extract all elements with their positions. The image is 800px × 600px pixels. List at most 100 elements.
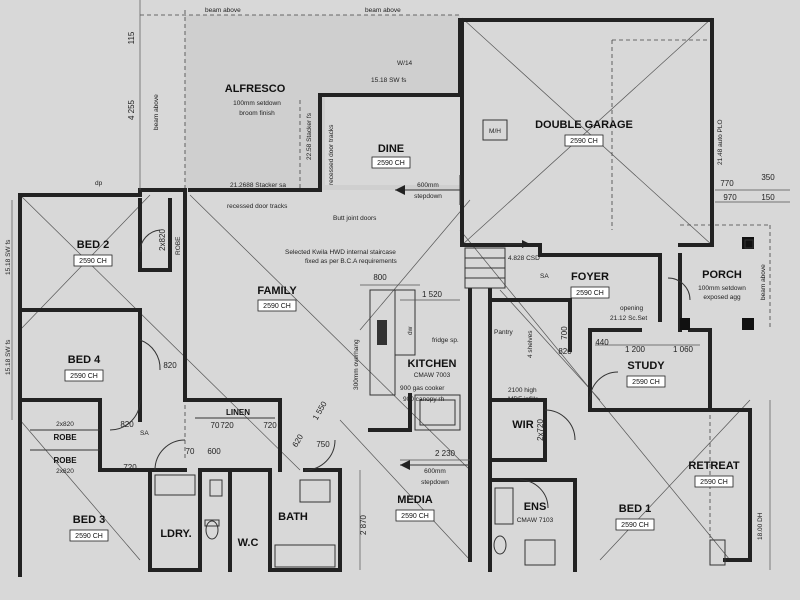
robe-b-label: ROBE (53, 456, 77, 465)
porch-note-1: 100mm setdown (698, 285, 746, 292)
room-bed2-label: BED 2 (77, 239, 109, 251)
note-stepdown-media-1: 600mm (424, 468, 446, 475)
dim-70b: 70 (211, 421, 220, 430)
note-mdf-1: 2100 high (508, 387, 537, 394)
note-fridge: fridge sp. (432, 337, 459, 344)
robe-bed2-label: ROBE (175, 236, 182, 255)
note-wh: W/14 (397, 60, 413, 67)
dim-350: 350 (761, 173, 775, 182)
dim-820c: 820 (558, 347, 572, 356)
dim-70a: 70 (186, 447, 195, 456)
room-bed4-label: BED 4 (68, 354, 101, 366)
note-slab: 21.12 Sc.Set (610, 315, 647, 322)
room-study-label: STUDY (627, 360, 665, 372)
dim-1200: 1 200 (625, 345, 646, 354)
note-staircase-2: fixed as per B.C.A requirements (305, 258, 398, 265)
note-stacker-2: 21.2688 Stacker sa (230, 182, 286, 189)
dim-2230: 2 230 (435, 449, 456, 458)
porch-pillar-2 (742, 318, 754, 330)
dine-ch-box (371, 156, 411, 169)
retreat-ch: 2590 CH (700, 479, 728, 486)
note-butt-joint: Butt joint doors (333, 215, 377, 222)
note-beam-above-side: beam above (153, 94, 160, 130)
bed3-ch-box (69, 529, 109, 542)
note-canopy: 900 canopy rh (403, 396, 445, 403)
note-sw-fs-left2: 15.18 SW fs (5, 339, 12, 375)
note-pantry: Pantry (494, 329, 514, 336)
room-bed3-label: BED 3 (73, 514, 105, 526)
staircase (464, 247, 506, 289)
robe-b-dim: 2x820 (56, 468, 74, 475)
study-ch-box (626, 375, 666, 388)
room-wir-label: WIR (512, 419, 533, 431)
room-foyer-label: FOYER (571, 271, 609, 283)
room-retreat-label: RETREAT (688, 460, 739, 472)
arrows (395, 175, 530, 470)
dim-4255: 4 255 (127, 99, 136, 120)
dim-720a: 720 (220, 421, 234, 430)
note-beam-above-2: beam above (365, 7, 401, 14)
room-dine-label: DINE (378, 143, 404, 155)
room-alfresco-label: ALFRESCO (225, 83, 286, 95)
note-plo: 21.48 auto PLO (717, 119, 724, 165)
porch-pillar-3 (680, 318, 690, 330)
garage-ch: 2590 CH (570, 138, 598, 145)
dim-115: 115 (127, 31, 136, 44)
note-stacker-1: 22.58 Stacker fs (306, 112, 313, 160)
room-linen-label: LINEN (226, 408, 250, 417)
dim-770: 770 (720, 179, 734, 188)
note-overhang: 300mm overhang (353, 339, 360, 390)
room-bath-label: BATH (278, 511, 308, 523)
note-mdf-2: MDF infills (508, 396, 539, 403)
study-ch: 2590 CH (632, 379, 660, 386)
family-ch: 2590 CH (263, 303, 291, 310)
dim-970: 970 (723, 193, 737, 202)
dim-2870: 2 870 (359, 514, 368, 535)
retreat-ch-box (694, 475, 734, 488)
walls (18, 18, 752, 577)
note-sa: SA (540, 273, 549, 280)
dim-750: 750 (316, 440, 330, 449)
note-recessed-1: recessed door tracks (328, 124, 335, 185)
note-sw-fs: 15.18 SW fs (371, 77, 407, 84)
robe-a-label: ROBE (53, 433, 77, 442)
note-stepdown-media-2: stepdown (421, 479, 449, 486)
dim-800: 800 (373, 273, 387, 282)
dim-440: 440 (595, 338, 609, 347)
note-dh: 18.00 DH (757, 512, 764, 540)
note-sa2: SA (140, 430, 149, 437)
note-stepdown: stepdown (414, 193, 442, 200)
dine-floor (325, 95, 460, 185)
room-wc-label: W.C (238, 537, 259, 549)
bed1-ch: 2590 CH (621, 522, 649, 529)
robe-a-dim: 2x820 (56, 421, 74, 428)
note-dp: dp (95, 180, 103, 187)
mh-box (482, 119, 508, 141)
media-ch-box (395, 509, 435, 522)
mh-note: M/H (489, 128, 501, 135)
ens-sub: CMAW 7103 (517, 517, 554, 524)
room-ldry-label: LDRY. (160, 528, 191, 540)
foyer-ch-box (570, 286, 610, 299)
dim-600: 600 (207, 447, 221, 456)
dim-820b: 820 (120, 420, 134, 429)
porch-note-2: exposed agg (703, 294, 741, 301)
note-beam-above-porch: beam above (760, 264, 767, 300)
alfresco-note-2: broom finish (239, 110, 275, 117)
kitchen-island (369, 289, 461, 431)
foyer-ch: 2590 CH (576, 290, 604, 297)
bed2-ch-box (73, 254, 113, 267)
dimension-lines (11, 0, 790, 570)
room-media-label: MEDIA (397, 494, 433, 506)
kitchen-sub: CMAW 7003 (414, 372, 451, 379)
room-porch-label: PORCH (702, 269, 742, 281)
garage-ch-box (564, 134, 604, 147)
dim-1060: 1 060 (673, 345, 694, 354)
bed4-ch-box (64, 369, 104, 382)
bed4-ch: 2590 CH (70, 373, 98, 380)
note-gas-cooker: 900 gas cooker (400, 385, 445, 392)
note-shelves: 4 shelves (527, 330, 534, 358)
dim-820a: 820 (163, 361, 177, 370)
dim-720b: 720 (263, 421, 277, 430)
